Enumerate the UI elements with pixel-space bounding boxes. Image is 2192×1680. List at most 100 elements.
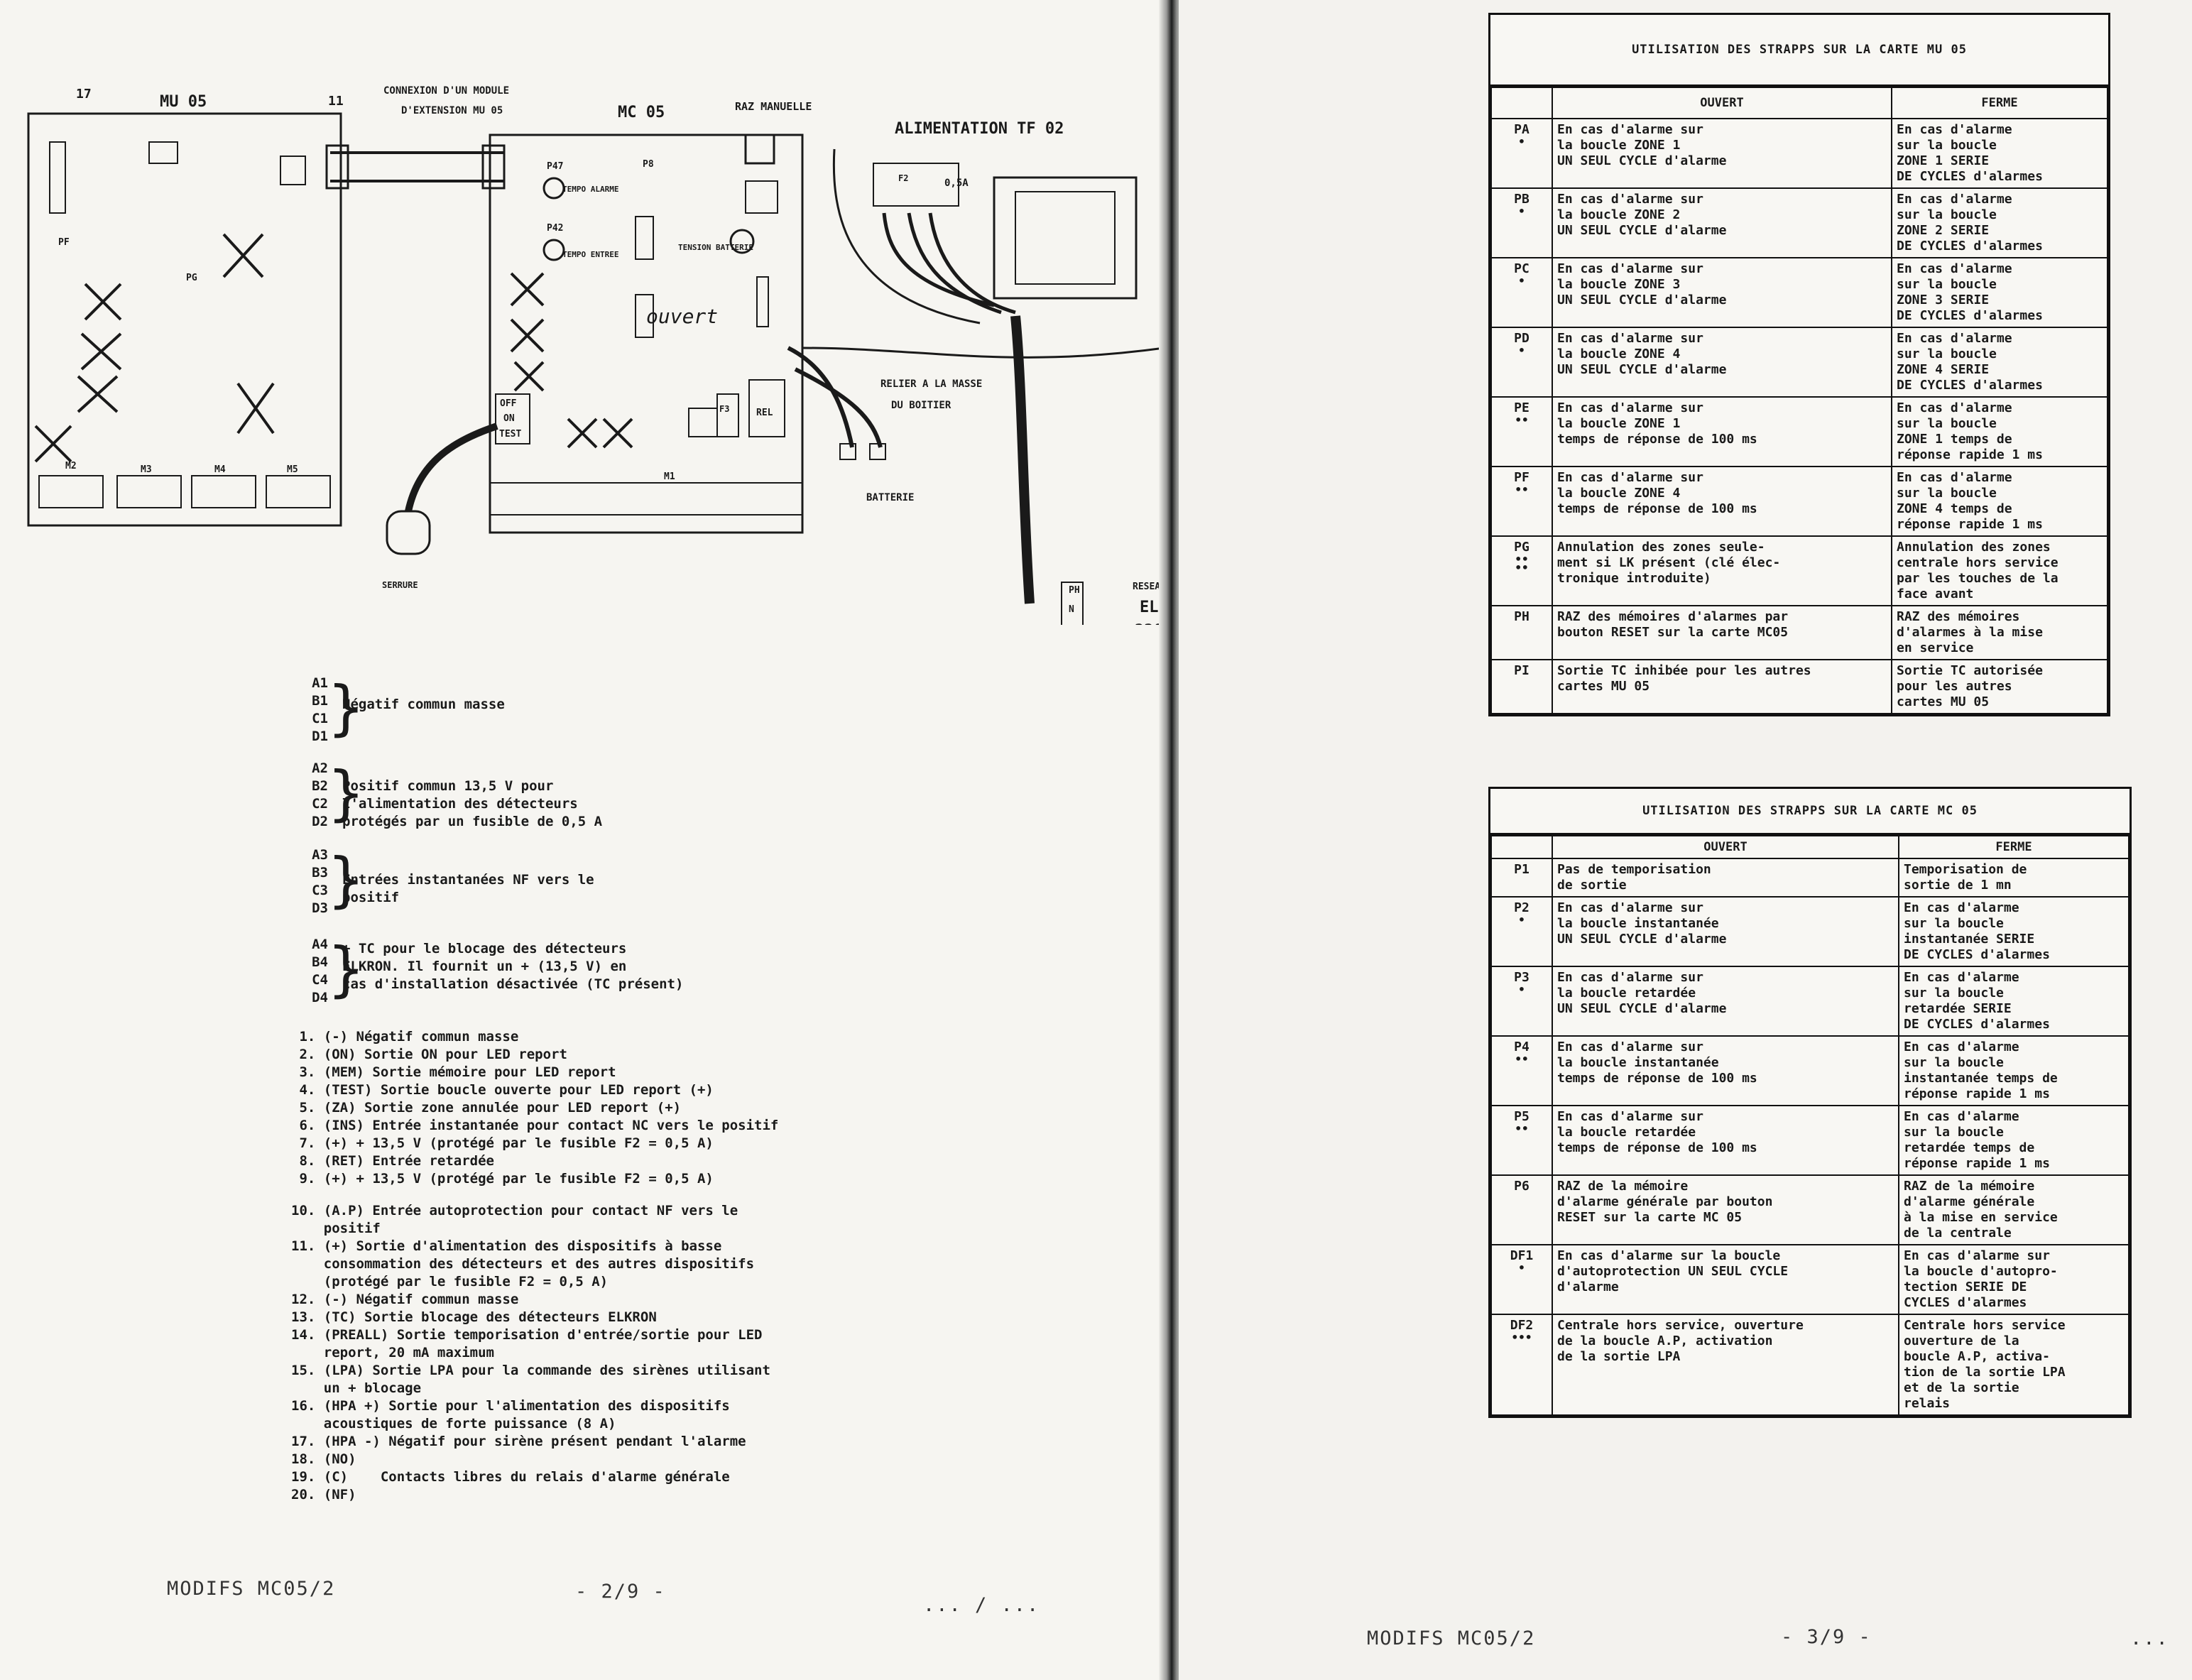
- strap-code: PF: [1514, 470, 1530, 485]
- table-row: PH RAZ des mémoires d'alarmes par bouton …: [1490, 605, 2108, 660]
- cell-open: RAZ des mémoires d'alarmes par bouton RE…: [1552, 605, 1892, 660]
- footer-doc-ref: MODIFS MC05/2: [1367, 1627, 1536, 1649]
- table-mu05-straps: UTILISATION DES STRAPPS SUR LA CARTE MU …: [1488, 13, 2110, 716]
- strap-dots: •: [1518, 913, 1525, 927]
- pin-row: 7. (+) + 13,5 V (protégé par le fusible …: [291, 1135, 714, 1151]
- pin-spacer: [291, 1188, 930, 1202]
- label-p42: P42: [547, 223, 563, 234]
- cell-closed: En cas d'alarme sur la boucle ZONE 2 SER…: [1891, 187, 2108, 258]
- table-header-row: OUVERT FERME: [1490, 835, 2130, 859]
- strap-dots: •: [1518, 1261, 1525, 1275]
- cell-open: Annulation des zones seule- ment si LK p…: [1552, 535, 1892, 606]
- strap-dots: •: [1518, 204, 1525, 218]
- strap-code: DF2: [1510, 1318, 1534, 1333]
- strap-dots: •: [1518, 983, 1525, 996]
- table-row: DF1•En cas d'alarme sur la boucle d'auto…: [1490, 1244, 2130, 1315]
- strap-code: PC: [1514, 261, 1530, 276]
- label-p47: P47: [547, 161, 563, 172]
- label-rel: REL: [756, 408, 773, 418]
- legend-text: + TC pour le blocage des détecteurs ELKR…: [342, 941, 684, 992]
- legend-group-3: A3 B3 C3 D3 }Entrées instantanées NF ver…: [297, 846, 726, 917]
- pin-row: 10. (A.P) Entrée autoprotection pour con…: [291, 1203, 738, 1218]
- strap-dots: •: [1518, 344, 1525, 357]
- terminal-pin-list: 1. (-) Négatif commun masse 2. (ON) Sort…: [291, 1028, 930, 1504]
- footer-page-number: - 3/9 -: [1781, 1626, 1872, 1648]
- cell-closed: En cas d'alarme sur la boucle ZONE 3 SER…: [1891, 257, 2108, 328]
- label-m2: M2: [65, 461, 77, 471]
- strap-code: DF1: [1510, 1248, 1534, 1263]
- strap-code: PG: [1514, 540, 1530, 555]
- pin-row: 1. (-) Négatif commun masse: [291, 1029, 519, 1044]
- table-row: PC•En cas d'alarme sur la boucle ZONE 3 …: [1490, 257, 2108, 328]
- label-off: OFF: [500, 398, 517, 409]
- strap-code: PA: [1514, 122, 1530, 137]
- cell-closed: En cas d'alarme sur la boucle ZONE 4 tem…: [1891, 466, 2108, 537]
- label-m5: M5: [287, 464, 298, 475]
- table-row: P4••En cas d'alarme sur la boucle instan…: [1490, 1035, 2130, 1106]
- table-row: DF2••• Centrale hors service, ouverture d…: [1490, 1314, 2130, 1416]
- strap-dots: •: [1518, 135, 1525, 148]
- label-m4: M4: [214, 464, 226, 475]
- legend-text: Positif commun 13,5 V pour l'alimentatio…: [342, 778, 603, 829]
- pin-row: 3. (MEM) Sortie mémoire pour LED report: [291, 1064, 616, 1080]
- footer-continued: ...: [2130, 1627, 2169, 1649]
- strap-dots: •••: [1511, 1331, 1532, 1344]
- table-body: OUVERT FERME PA•En cas d'alarme sur la b…: [1490, 87, 2108, 714]
- strap-code: PI: [1514, 663, 1530, 678]
- table-row: PE••En cas d'alarme sur la boucle ZONE 1…: [1490, 396, 2108, 467]
- label-tension-batterie: TENSION BATTERIE: [678, 243, 753, 252]
- pin-row: un + blocage: [291, 1380, 422, 1396]
- label-alimentation: ALIMENTATION TF 02: [895, 120, 1064, 138]
- label-m1: M1: [664, 471, 675, 482]
- header-closed: FERME: [1891, 87, 2108, 119]
- legend-codes: A1 B1 C1 D1: [312, 675, 328, 744]
- brace: }: [328, 934, 364, 1004]
- label-el: EL: [1140, 599, 1159, 616]
- label-ouvert-note: ouvert: [646, 305, 718, 328]
- table-row: P3•En cas d'alarme sur la boucle retardé…: [1490, 966, 2130, 1037]
- strap-dots: •• ••: [1515, 552, 1529, 574]
- mc05-board: [489, 133, 804, 534]
- label-220: 220: [1135, 622, 1163, 625]
- pin-row: 19. (C) Contacts libres du relais d'alar…: [291, 1469, 730, 1485]
- legend-text: Négatif commun masse: [342, 697, 505, 712]
- cell-open: Centrale hors service, ouverture de la b…: [1552, 1314, 1899, 1416]
- brace: }: [328, 758, 364, 828]
- legend-text: Entrées instantanées NF vers le positif: [342, 872, 594, 905]
- mu05-board: [27, 112, 342, 527]
- label-du-boitier: DU BOITIER: [891, 400, 951, 411]
- cell-open: En cas d'alarme sur la boucle ZONE 2 UN …: [1552, 187, 1892, 258]
- label-batterie: BATTERIE: [866, 492, 914, 503]
- cell-closed: Centrale hors service ouverture de la bo…: [1898, 1314, 2130, 1416]
- pin-row: 9. (+) + 13,5 V (protégé par le fusible …: [291, 1171, 714, 1187]
- footer-page-number: - 2/9 -: [575, 1581, 666, 1603]
- cell-open: En cas d'alarme sur la boucle ZONE 1 UN …: [1552, 118, 1892, 189]
- pin-row: 6. (INS) Entrée instantanée pour contact…: [291, 1118, 779, 1133]
- header-closed: FERME: [1898, 835, 2130, 859]
- brace: }: [328, 673, 364, 743]
- pin-row: (protégé par le fusible F2 = 0,5 A): [291, 1274, 609, 1289]
- strap-dots: ••: [1515, 1122, 1529, 1135]
- strap-code: PH: [1514, 609, 1530, 624]
- label-serrure: SERRURE: [382, 580, 418, 590]
- pin-row: 15. (LPA) Sortie LPA pour la commande de…: [291, 1363, 770, 1378]
- label-raz-manuelle: RAZ MANUELLE: [735, 100, 812, 113]
- table-row: PB• En cas d'alarme sur la boucle ZONE 2 …: [1490, 187, 2108, 258]
- pin-row: 2. (ON) Sortie ON pour LED report: [291, 1047, 567, 1062]
- label-mu05: MU 05: [160, 93, 207, 111]
- cell-closed: En cas d'alarme sur la boucle ZONE 1 SER…: [1891, 118, 2108, 189]
- cell-open: En cas d'alarme sur la boucle ZONE 4 tem…: [1552, 466, 1892, 537]
- table-row: P2•En cas d'alarme sur la boucle instant…: [1490, 896, 2130, 967]
- table-row: PG•• •• Annulation des zones seule- ment …: [1490, 535, 2108, 606]
- table-row: PF••En cas d'alarme sur la boucle ZONE 4…: [1490, 466, 2108, 537]
- strap-code: PB: [1514, 192, 1530, 207]
- cell-closed: Sortie TC autorisée pour les autres cart…: [1891, 659, 2108, 714]
- strap-dots: ••: [1515, 413, 1529, 427]
- table-header-row: OUVERT FERME: [1490, 87, 2108, 119]
- brace: }: [328, 845, 364, 915]
- pin-row: positif: [291, 1221, 381, 1236]
- pin-row: 16. (HPA +) Sortie pour l'alimentation d…: [291, 1398, 730, 1414]
